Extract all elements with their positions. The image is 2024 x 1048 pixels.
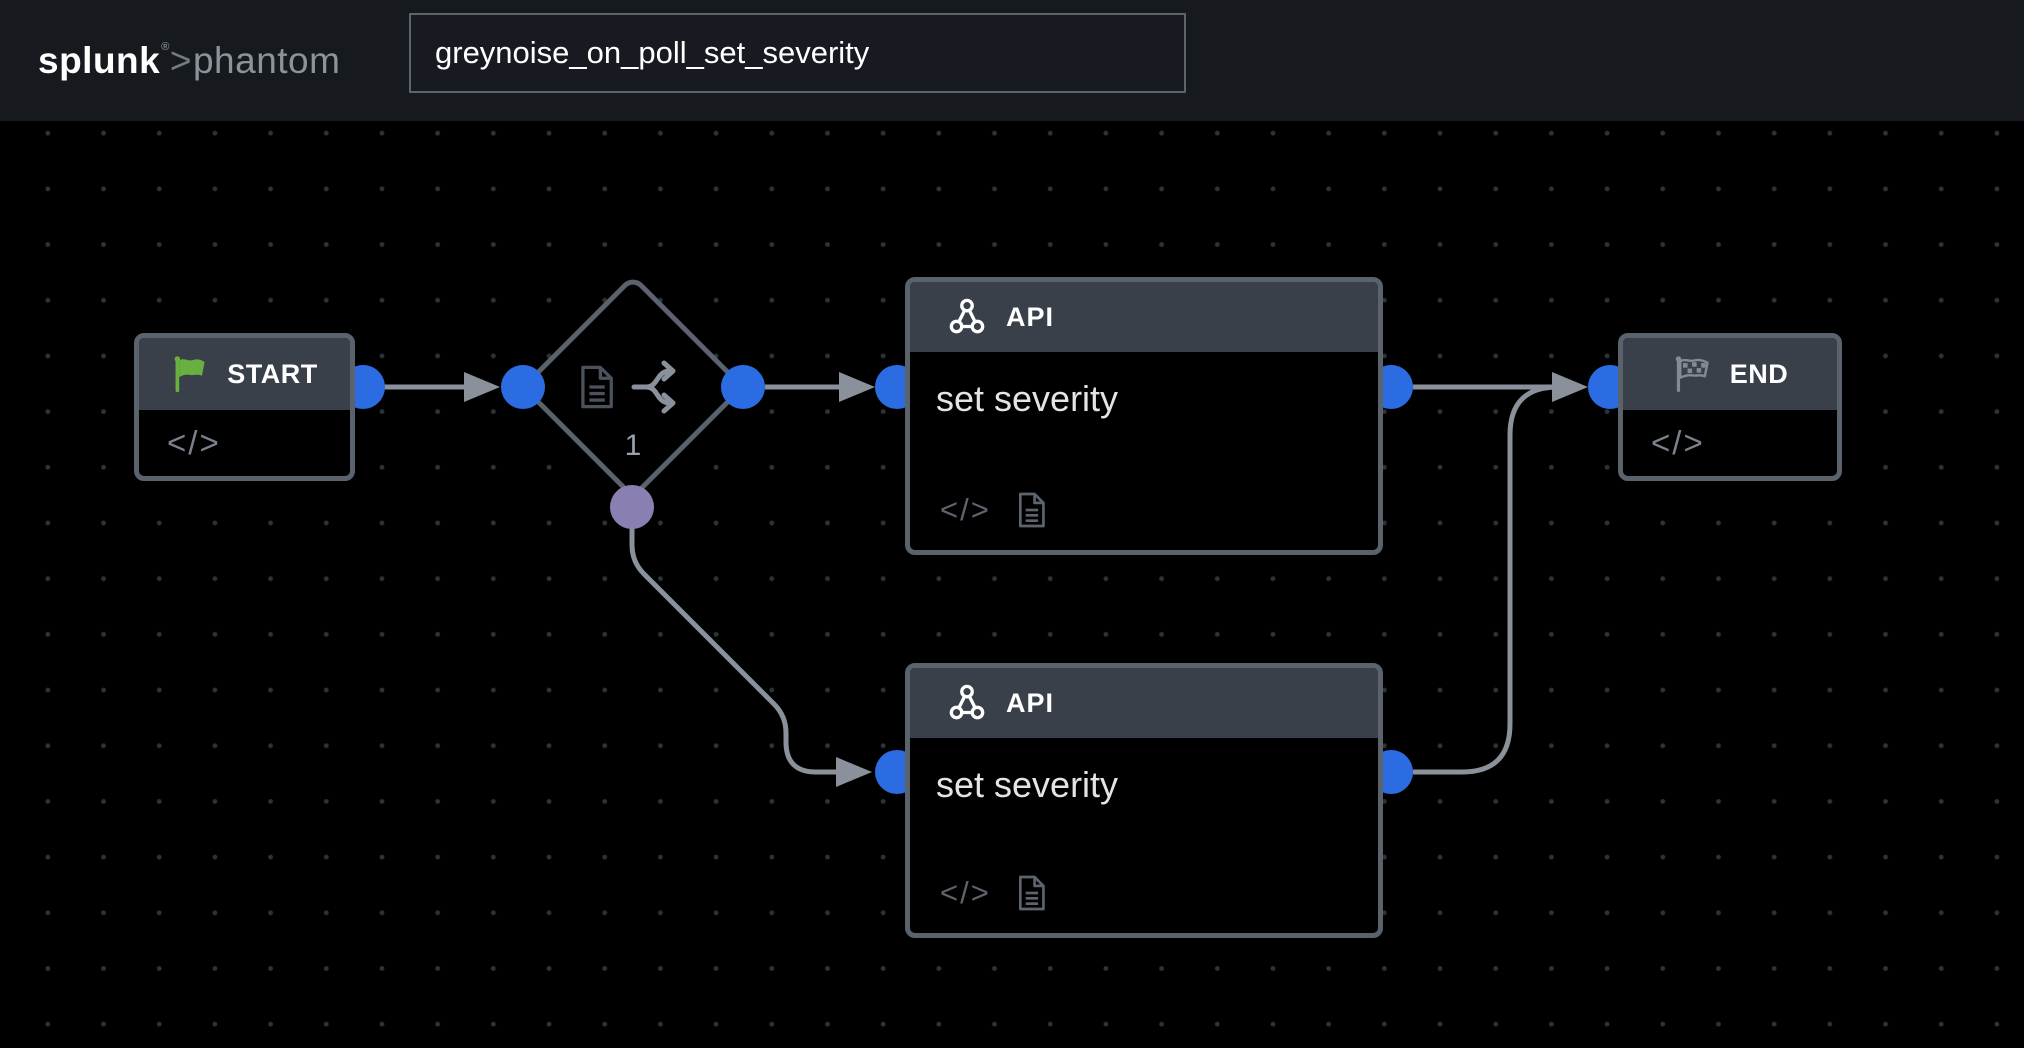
- api-badge: API: [1006, 687, 1055, 718]
- connector-decision-in[interactable]: [501, 365, 545, 409]
- api-node-bottom[interactable]: API set severity </>: [905, 663, 1383, 938]
- api-icon: [949, 298, 985, 334]
- document-icon: [1018, 875, 1045, 911]
- end-node-label: END: [1729, 358, 1789, 389]
- code-icon: </>: [940, 492, 991, 527]
- checkered-flag-icon: [1675, 356, 1709, 392]
- arrowhead-icon: [464, 372, 500, 402]
- logo-product: phantom: [192, 39, 341, 81]
- green-flag-icon: [174, 356, 205, 393]
- arrowhead-icon: [839, 372, 875, 402]
- api-node-header: API: [910, 282, 1378, 352]
- decision-node-label: 1: [624, 429, 642, 462]
- start-node-label: START: [227, 358, 318, 389]
- decision-node-content: 1: [558, 312, 708, 462]
- document-icon: [1018, 492, 1045, 528]
- splunk-phantom-logo: splunk®>phantom: [38, 0, 340, 121]
- end-node-body: </>: [1623, 410, 1837, 476]
- playbook-canvas[interactable]: START </>: [0, 121, 2024, 1048]
- branch-icon: [631, 360, 676, 414]
- end-node[interactable]: END </>: [1618, 333, 1842, 481]
- api-badge: API: [1006, 301, 1055, 332]
- start-node-body: </>: [139, 410, 350, 476]
- api-node-header: API: [910, 668, 1378, 738]
- api-node-body: set severity </>: [910, 738, 1378, 933]
- logo-trademark-icon: ®: [161, 40, 170, 53]
- logo-brand: splunk: [38, 39, 161, 81]
- arrowhead-icon: [1552, 372, 1588, 402]
- connector-decision-out[interactable]: [721, 365, 765, 409]
- document-icon: [581, 365, 613, 409]
- playbook-name-input[interactable]: [409, 13, 1186, 93]
- code-icon: </>: [167, 424, 221, 461]
- end-node-header: END: [1623, 338, 1837, 410]
- action-title: set severity: [936, 378, 1119, 419]
- decision-node[interactable]: 1: [519, 273, 747, 501]
- edge-decision-to-api-bottom: [629, 507, 836, 775]
- edge-api-bottom-to-end: [1413, 384, 1566, 775]
- arrowhead-icon: [836, 757, 872, 787]
- logo-chevron: >: [169, 39, 192, 81]
- connector-decision-down[interactable]: [610, 485, 654, 529]
- start-node-header: START: [139, 338, 350, 410]
- code-icon: </>: [1651, 424, 1705, 461]
- api-node-footer: </>: [940, 873, 1047, 913]
- api-node-top[interactable]: API set severity </>: [905, 277, 1383, 555]
- api-node-body: set severity </>: [910, 352, 1378, 550]
- start-node[interactable]: START </>: [134, 333, 355, 481]
- api-node-footer: </>: [940, 490, 1047, 530]
- action-title: set severity: [936, 764, 1119, 805]
- code-icon: </>: [940, 875, 991, 910]
- decision-icons: [576, 358, 690, 416]
- api-icon: [949, 684, 985, 720]
- top-bar: splunk®>phantom: [0, 0, 2024, 121]
